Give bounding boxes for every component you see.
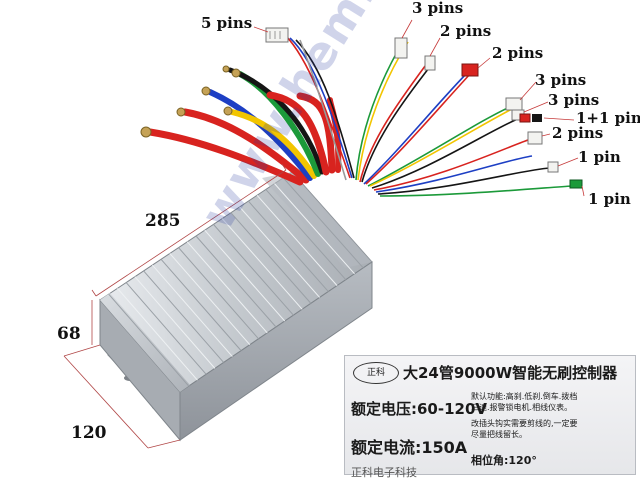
heatsink-fin [204, 229, 286, 322]
connector-2pin-c [527, 131, 543, 145]
connector-1plus1-pin [519, 113, 542, 123]
label-3-pins-b: 3 pins [535, 71, 587, 89]
brand-logo: 正科 [353, 362, 399, 384]
spec-title: 大24管9000W智能无刷控制器 [403, 364, 618, 382]
heatsink-fin [125, 282, 207, 375]
feature-note-2: 三速.报警锁电机.相线仪表。 [471, 403, 573, 412]
heatsink-fin [117, 288, 198, 381]
heatsink-fin [160, 258, 242, 351]
feature-note-1: 默认功能:高刹.低刹.倒车.拨档 [471, 392, 578, 401]
heatsink-fin [169, 253, 251, 346]
dimension-length: 285 [145, 211, 181, 231]
connector-3pin-a [394, 37, 408, 59]
power-wires [146, 67, 342, 186]
feature-note-4: 尽量把线留长。 [471, 430, 527, 439]
heatsink-fins [108, 177, 364, 387]
label-5-pins: 5 pins [201, 14, 253, 32]
rated-voltage: 额定电压:60-120V [351, 400, 488, 418]
dimension-width: 120 [71, 423, 107, 443]
feature-note-3: 改插头钩实需要剪线的,一定要 [471, 419, 578, 428]
label-3-pins-top: 3 pins [412, 0, 464, 17]
heatsink-fin [108, 293, 190, 387]
label-1plus1-pin: 1+1 pin [576, 109, 640, 127]
label-2-pins-b: 2 pins [492, 44, 544, 62]
connector-2pin-b [461, 63, 479, 77]
connector-3pin-b [505, 97, 523, 111]
heatsink-fin [221, 218, 303, 310]
label-3-pins-c: 3 pins [548, 91, 600, 109]
connector-1pin-a [547, 161, 559, 173]
heatsink-fin [143, 270, 225, 363]
dimension-lines [63, 163, 287, 449]
label-1-pin-a: 1 pin [578, 148, 621, 166]
heatsink-fin [274, 183, 355, 275]
label-1-pin-b: 1 pin [588, 190, 631, 208]
heatsink-fin [247, 200, 329, 292]
heatsink-fin [195, 235, 277, 328]
heatsink-fin [213, 224, 294, 316]
heatsink-fin [178, 247, 259, 340]
connector-5pin [265, 27, 289, 43]
signal-wires [284, 34, 573, 197]
ring-terminals [140, 65, 241, 138]
heatsink-fin [151, 264, 233, 357]
heatsink-fin [256, 194, 338, 286]
heatsink-fin [239, 206, 321, 298]
label-2-pins-a: 2 pins [440, 22, 492, 40]
heatsink-fin [134, 276, 216, 369]
label-leader-lines [253, 19, 585, 197]
dimension-height: 68 [57, 324, 81, 344]
heatsink-fin [186, 241, 268, 334]
connector-2pin-a [424, 55, 436, 71]
rated-current: 额定电流:150A [351, 438, 468, 457]
label-2-pins-c: 2 pins [552, 124, 604, 142]
spec-bottom-text: 正科电子科技 [351, 466, 417, 479]
heatsink-fin [282, 177, 364, 269]
heatsink-fin [230, 212, 312, 304]
heatsink-fin [265, 189, 347, 281]
connector-1pin-b [569, 179, 583, 189]
spec-label: 正科 大24管9000W智能无刷控制器 额定电压:60-120V 默认功能:高刹… [344, 355, 636, 479]
phase-angle: 相位角:120° [471, 454, 537, 467]
